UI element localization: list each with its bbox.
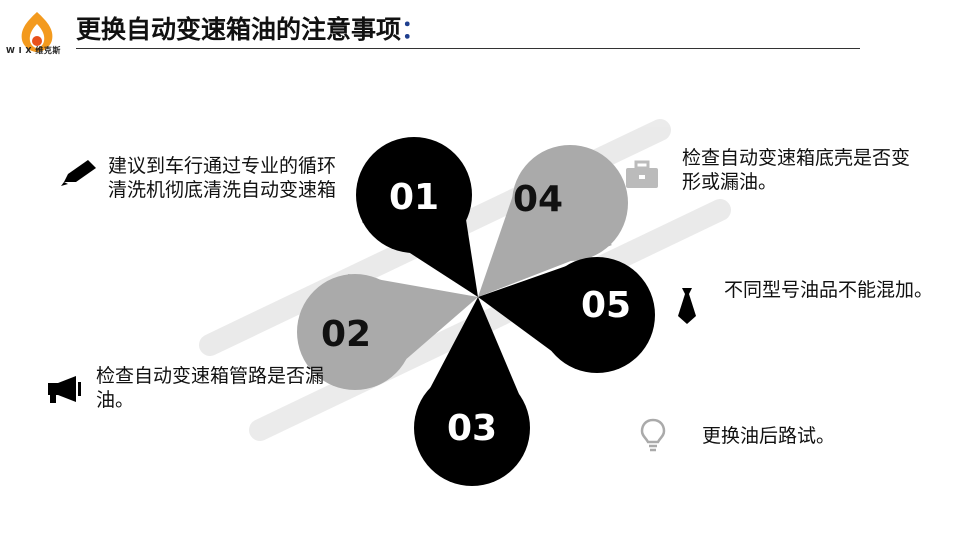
- petal-05[interactable]: 05: [478, 257, 655, 373]
- necktie-icon: [678, 288, 696, 324]
- petal-02[interactable]: 02: [297, 274, 478, 390]
- petal-05-number: 05: [581, 285, 631, 326]
- petal-04[interactable]: 04: [478, 145, 628, 297]
- briefcase-icon: [626, 160, 658, 188]
- item-1-text: 建议到车行通过专业的循环清洗机彻底清洗自动变速箱: [108, 155, 337, 201]
- page-title: 更换自动变速箱油的注意事项：: [76, 10, 426, 46]
- pencil-icon: [61, 160, 96, 186]
- title-underline: [76, 48, 860, 49]
- page-title-text: 更换自动变速箱油的注意事项: [76, 15, 402, 44]
- petal-03-number: 03: [447, 408, 497, 449]
- petal-04-number: 04: [513, 179, 563, 220]
- megaphone-icon: [48, 376, 81, 403]
- item-2-text: 检查自动变速箱管路是否漏油。: [96, 365, 325, 411]
- petal-01-number: 01: [389, 177, 439, 218]
- petal-01[interactable]: 01: [356, 137, 478, 297]
- item-3-text: 检查自动变速箱底壳是否变形或漏油。: [682, 147, 911, 193]
- logo-text: W I X 维克斯: [6, 46, 61, 55]
- item-4-text: 不同型号油品不能混加。: [724, 279, 934, 301]
- page-title-colon: ：: [401, 15, 427, 44]
- petal-03[interactable]: 03: [414, 297, 530, 486]
- petal-02-number: 02: [321, 314, 371, 355]
- item-5-text: 更换油后路试。: [702, 425, 836, 447]
- lightbulb-icon: [640, 418, 666, 452]
- company-logo: [21, 12, 53, 52]
